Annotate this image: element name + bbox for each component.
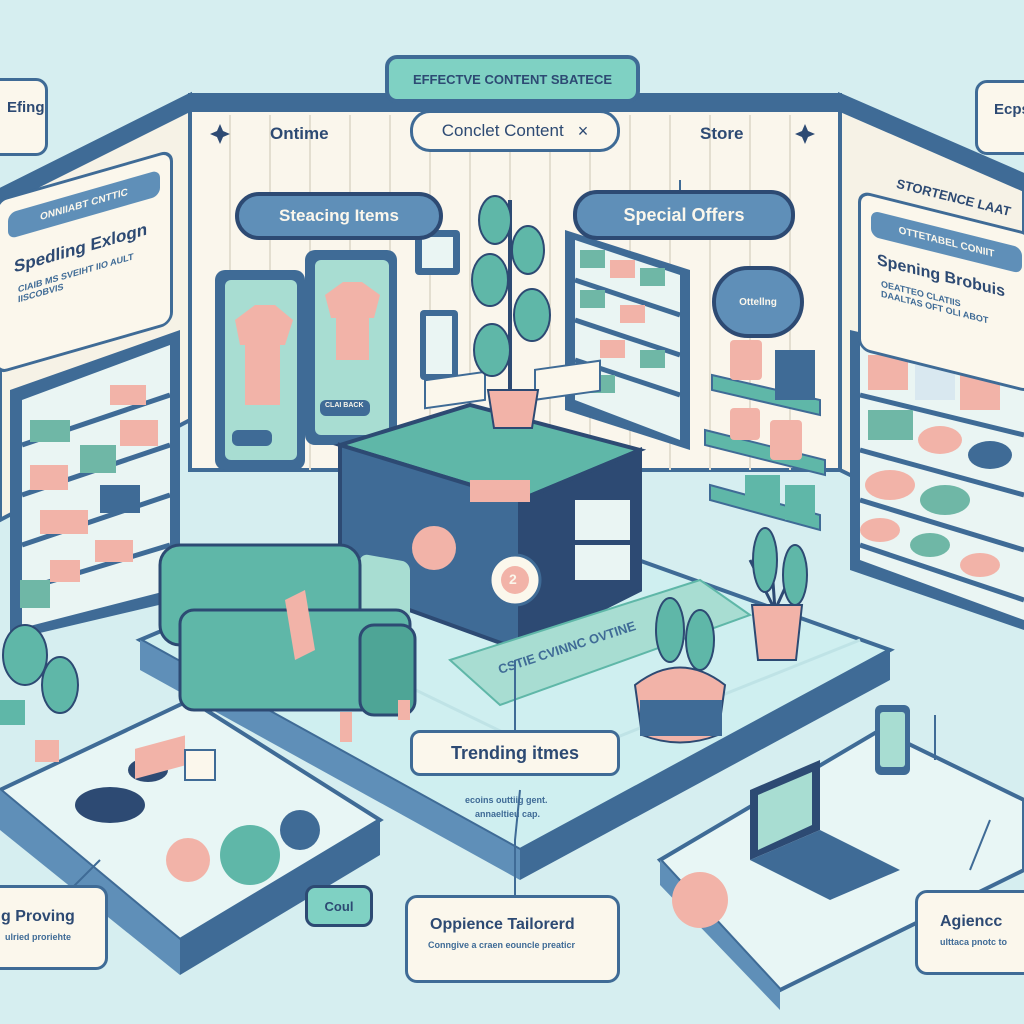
left-panel-banner-text: ONNIIABT CNTTIC: [40, 186, 128, 223]
plant-center: [471, 195, 551, 429]
content-search-text: Conclet Content: [441, 121, 564, 140]
sign-small-oval: Ottellng: [712, 266, 804, 338]
left-shelving: [10, 330, 180, 640]
bottom-card-center-title: Oppience Tailorerd: [430, 916, 575, 933]
trending-items-label: Trending itmes: [410, 730, 620, 776]
trending-caption-2: annaeltieu cap.: [475, 809, 541, 819]
bottom-card-right: Agiencc ulttaca pnotc to: [915, 890, 1024, 975]
lower-left-items: [75, 735, 320, 885]
cart-button-text: Coul: [324, 898, 354, 914]
bottom-card-right-title: Agiencc: [940, 913, 1003, 930]
bottom-card-left-title: g Proving: [1, 908, 75, 925]
sign-special-offers-text: Special Offers: [623, 204, 745, 225]
plant-floor-right: [748, 527, 808, 661]
corner-card-top-right: Ecps: [975, 80, 1024, 155]
counter-island: [333, 359, 647, 654]
bottom-card-center: Oppience Tailorerd Conngive a craen eoun…: [405, 895, 620, 983]
right-panel-banner-text: OTTETABEL CONIIT: [898, 224, 995, 260]
label-ontime: Ontime: [270, 124, 329, 143]
sign-steacing-items: Steacing Items: [235, 192, 443, 240]
floating-shelves: [704, 340, 826, 532]
sign-steacing-items-text: Steacing Items: [279, 206, 399, 225]
bottom-card-left: g Proving ulried proriehte: [0, 885, 108, 970]
label-store: Store: [700, 124, 744, 143]
sofa: [158, 543, 417, 742]
plant-basket: [633, 597, 727, 744]
platform-left-edge2: [180, 820, 380, 975]
bottom-card-right-caption: ulttaca pnotc to: [940, 937, 1007, 947]
trending-items-text: Trending itmes: [450, 742, 580, 763]
platform-left-edge: [0, 790, 180, 975]
sparkles: [210, 124, 815, 144]
phone-screen: [880, 712, 905, 767]
corner-card-top-left-text: Efing: [7, 99, 45, 116]
trending-caption-1: ecoins outtiig gent.: [465, 795, 548, 805]
content-search-chip[interactable]: Conclet Content ×: [410, 110, 620, 152]
bottom-card-left-caption: ulried proriehte: [5, 932, 72, 942]
corner-card-top-left: Efing: [0, 78, 48, 156]
strategy-banner: EFFECTVE CONTENT SBATECE: [385, 55, 640, 103]
sign-small-oval-text: Ottellng: [739, 296, 777, 308]
frame-tag: CLAI BACK: [325, 402, 364, 409]
corner-card-top-right-text: Ecps: [994, 101, 1024, 118]
right-shelving: [850, 330, 1024, 630]
plant-left: [0, 624, 79, 762]
sign-special-offers: Special Offers: [573, 190, 795, 240]
laptop: [750, 760, 900, 900]
strategy-banner-text: EFFECTVE CONTENT SBATECE: [412, 71, 613, 87]
cart-button[interactable]: Coul: [305, 885, 373, 927]
wall-trim: [190, 95, 840, 112]
wall-trim-left: [0, 95, 190, 207]
floor-edge-right: [520, 650, 890, 880]
wall-trim-right: [840, 95, 1024, 192]
platform-token: [672, 872, 728, 928]
counter-badge: 2: [509, 571, 517, 587]
close-icon[interactable]: ×: [577, 120, 589, 141]
clothing-display: [215, 230, 460, 470]
bottom-card-center-caption: Conngive a craen eouncle preaticr: [428, 940, 576, 950]
